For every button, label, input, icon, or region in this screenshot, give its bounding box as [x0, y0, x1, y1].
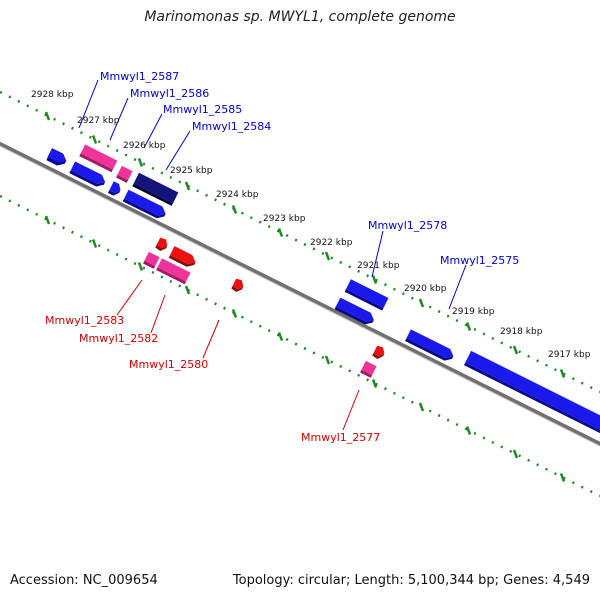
- gene-red-2580[interactable]: [231, 278, 246, 294]
- gene-label[interactable]: Mmwyl1_2586: [130, 87, 209, 100]
- gene-pink-2586[interactable]: [116, 165, 133, 183]
- gene-label[interactable]: Mmwyl1_2577: [301, 431, 380, 444]
- ruler-line-bottom: [0, 194, 600, 498]
- ruler-tick: [371, 379, 378, 388]
- ruler-tick: [44, 111, 51, 121]
- gene-pink-2582-a[interactable]: [143, 251, 160, 269]
- tick-label: 2924 kbp: [216, 190, 259, 200]
- callout-lines: [78, 79, 467, 431]
- ruler-tick: [559, 369, 566, 378]
- gene-2575-long[interactable]: [463, 350, 600, 437]
- ruler-tick: [44, 215, 51, 225]
- ruler-tick: [559, 473, 566, 482]
- ruler-tick: [512, 345, 519, 355]
- genome-backbone: [0, 141, 600, 447]
- gene-red-2583[interactable]: [168, 246, 198, 269]
- ruler-tick: [465, 322, 472, 331]
- accession-text: Accession: NC_009654: [10, 573, 158, 588]
- ruler-tick: [91, 239, 98, 248]
- gene-label[interactable]: Mmwyl1_2584: [192, 120, 271, 133]
- tick-label: 2927 kbp: [77, 116, 120, 126]
- map-title: Marinomonas sp. MWYL1, complete genome: [144, 9, 456, 25]
- ruler-tick: [137, 262, 144, 271]
- gene-arrow-forward[interactable]: [46, 148, 68, 169]
- ruler-tick: [231, 309, 238, 318]
- genome-summary-text: Topology: circular; Length: 5,100,344 bp…: [232, 573, 590, 588]
- ruler-tick: [137, 158, 144, 167]
- tick-label: 2923 kbp: [263, 214, 306, 224]
- gene-arrow-small[interactable]: [107, 181, 123, 197]
- ruler-labels: 2928 kbp 2927 kbp 2926 kbp 2925 kbp 2924…: [31, 90, 591, 360]
- ruler-line-top: [0, 90, 600, 394]
- ruler-tick: [465, 426, 472, 435]
- ruler-tick: [371, 275, 378, 284]
- tick-label: 2921 kbp: [357, 261, 400, 271]
- gene-label[interactable]: Mmwyl1_2582: [79, 332, 158, 345]
- gene-pink-2577[interactable]: [360, 360, 377, 378]
- gene-pink-2582-b[interactable]: [156, 258, 191, 285]
- ruler-tick: [91, 135, 98, 144]
- tick-label: 2917 kbp: [548, 350, 591, 360]
- gene-label[interactable]: Mmwyl1_2585: [163, 103, 242, 116]
- gene-labels: Mmwyl1_2587 Mmwyl1_2586 Mmwyl1_2585 Mmwy…: [45, 70, 519, 444]
- gene-2578-a[interactable]: [344, 279, 389, 311]
- tick-label: 2919 kbp: [452, 307, 495, 317]
- gene-red-small-a[interactable]: [155, 237, 170, 253]
- gene-arrow-forward-2[interactable]: [69, 161, 107, 189]
- gene-dark-2584[interactable]: [132, 172, 179, 206]
- ruler-tick: [418, 298, 425, 308]
- ruler-tick: [231, 205, 238, 214]
- tick-label: 2922 kbp: [310, 238, 353, 248]
- gene-pink-2587[interactable]: [79, 144, 118, 173]
- gene-arrow-forward-4[interactable]: [405, 329, 456, 363]
- gene-label[interactable]: Mmwyl1_2578: [368, 219, 447, 232]
- ruler-tick: [184, 285, 191, 295]
- tick-label: 2925 kbp: [170, 166, 213, 176]
- ruler-ticks: [44, 111, 566, 482]
- gene-features: [46, 144, 600, 437]
- ruler-tick: [324, 355, 331, 365]
- gene-arrow-forward-3[interactable]: [122, 189, 168, 221]
- gene-2578-b[interactable]: [334, 297, 377, 328]
- ruler-tick: [512, 449, 519, 459]
- tick-label: 2928 kbp: [31, 90, 74, 100]
- ruler-tick: [324, 251, 331, 261]
- gene-label[interactable]: Mmwyl1_2580: [129, 358, 208, 371]
- ruler-tick: [277, 332, 284, 341]
- genome-backbone-highlight: [0, 145, 600, 447]
- tick-label: 2926 kbp: [123, 141, 166, 151]
- gene-label[interactable]: Mmwyl1_2587: [100, 70, 179, 83]
- ruler-tick: [277, 228, 284, 237]
- gene-red-2577[interactable]: [372, 345, 387, 361]
- ruler-tick: [418, 402, 425, 412]
- tick-label: 2918 kbp: [500, 327, 543, 337]
- gene-label[interactable]: Mmwyl1_2583: [45, 314, 124, 327]
- ruler-tick: [184, 181, 191, 191]
- gene-label[interactable]: Mmwyl1_2575: [440, 254, 519, 267]
- tick-label: 2920 kbp: [404, 284, 447, 294]
